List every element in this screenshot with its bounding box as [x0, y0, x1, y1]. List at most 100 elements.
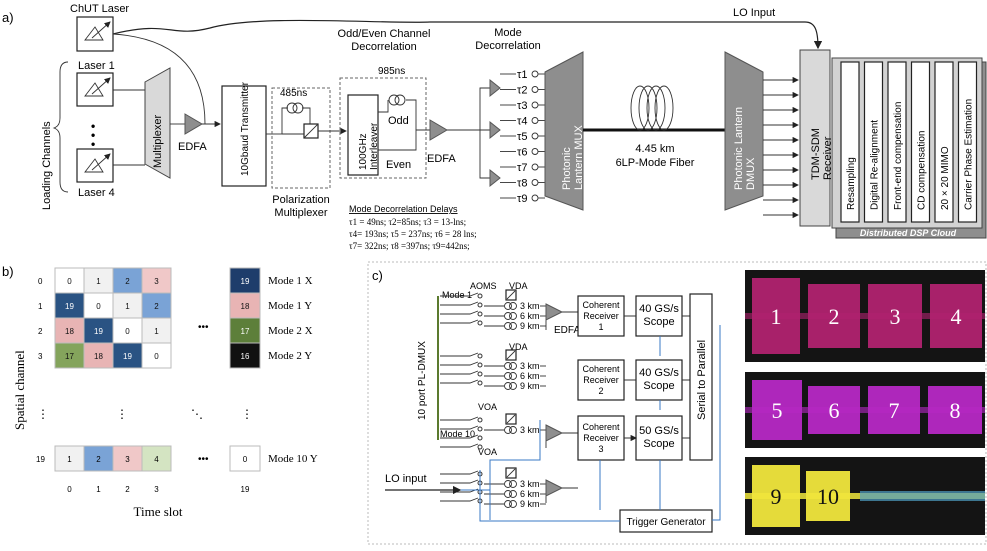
coherent-receiver-2 [577, 359, 625, 401]
odd-delay-coil [378, 94, 417, 130]
switch-node [477, 311, 483, 317]
delay-row-3: τ7= 322ns; τ8 =397ns; τ9=442ns; [349, 241, 470, 251]
dsp-block [840, 61, 860, 223]
fiber-length-label: 9 km [520, 321, 540, 331]
matrix-cell-value: 0 [67, 277, 72, 286]
matrix-cell [83, 342, 114, 369]
fiber-coil-icon [509, 382, 517, 390]
switch-node [477, 426, 483, 432]
aoms-label: AOMS [470, 281, 497, 291]
mode-cell [229, 342, 261, 369]
trace-burst [806, 471, 850, 521]
edfa-c-amp [545, 303, 564, 321]
matrix-cell [112, 342, 143, 369]
interleaver-block [347, 94, 379, 176]
coherent-receiver-3 [577, 415, 625, 461]
ellipsis-v-3: ⋮ [241, 407, 253, 421]
laser4-label: Laser 4 [78, 187, 115, 199]
even-label: Even [386, 159, 411, 171]
fiber-spool-icon [630, 85, 674, 131]
odd-label: Odd [388, 115, 409, 127]
interleaver-label: 100GHzInterleaver [358, 122, 380, 170]
matrix-cell [141, 445, 172, 472]
row-header: 2 [38, 327, 43, 336]
matrix-cell [112, 445, 143, 472]
fiber-coil-icon [504, 426, 512, 434]
matrix-cell-value: 19 [65, 302, 74, 311]
switch-line [440, 370, 479, 375]
ellipsis-d: ⋱ [191, 407, 203, 421]
delay-985-label: 985ns [378, 66, 405, 77]
vda-slash [506, 468, 516, 478]
lo-input-c-label: LO input [385, 473, 427, 485]
trace-burst [928, 386, 982, 434]
tau-label: τ7 [517, 162, 527, 174]
photonic-dmux-block [724, 51, 764, 211]
delay-row-2: τ4= 193ns; τ5 = 237ns; τ6 = 28 lns; [349, 229, 477, 239]
tau-label: τ1 [517, 69, 527, 81]
tau-label: τ5 [517, 131, 527, 143]
col-header: 19 [241, 485, 250, 494]
switch-line [440, 497, 479, 502]
col-header: 3 [154, 485, 159, 494]
dsp-block [887, 61, 907, 223]
fiber-length-label: 3 km [520, 479, 540, 489]
switch-line [440, 319, 479, 324]
matrix-cell [141, 292, 172, 319]
coil-icon [531, 132, 539, 140]
mode-label: Mode 2 Y [268, 350, 312, 362]
row-header: 1 [38, 302, 43, 311]
dsp-block [957, 61, 978, 223]
mode-label: Mode 2 X [268, 325, 313, 337]
coil-icon [531, 70, 539, 78]
trace-baseline [745, 407, 985, 413]
switch-line [440, 301, 479, 306]
trace-tail [860, 491, 985, 501]
fiber-coil-icon [509, 372, 517, 380]
switch-line [440, 479, 479, 484]
trace-label: 5 [772, 398, 783, 423]
matrix-cell-value: 1 [125, 302, 130, 311]
switch-line [440, 379, 479, 384]
matrix-cell [54, 342, 85, 369]
switch-line [440, 310, 479, 315]
tau-label: τ8 [517, 178, 527, 190]
switch-line [440, 352, 479, 357]
dsp-block [910, 61, 931, 223]
tdm-receiver-label: TDM-SDMReceiver [810, 128, 834, 180]
lo-input-line [112, 19, 823, 50]
dsp-block-label: Resampling [846, 157, 857, 210]
switch-node [477, 320, 483, 326]
fiber-coil-icon [504, 362, 512, 370]
photonic-mux-block [544, 51, 584, 211]
trace-burst [868, 386, 920, 434]
trace-label: 7 [889, 398, 900, 423]
switch-node [477, 302, 483, 308]
coil-icon [531, 163, 539, 171]
mode-cell [229, 445, 261, 472]
trace-burst [808, 284, 860, 348]
switch-node [477, 444, 483, 450]
trigger-lines [479, 325, 721, 522]
fiber-coil-icon [509, 362, 517, 370]
trace-label: 10 [817, 484, 839, 509]
fiber-coil-icon [509, 302, 517, 310]
delay-row-1: τ1 = 49ns; τ2=85ns; τ3 = 13-lns; [349, 217, 466, 227]
switch-line [440, 361, 479, 366]
loading-channels-label: Loading Channels [41, 121, 53, 210]
matrix-cell-value: 2 [125, 277, 130, 286]
dsp-block [934, 61, 954, 223]
dsp-block [863, 61, 884, 223]
fiber-coil-icon [504, 302, 512, 310]
mode-cell-value: 16 [241, 352, 250, 361]
matrix-cell [141, 267, 172, 294]
matrix-cell-value: 1 [154, 327, 159, 336]
chut-laser-icon [76, 16, 114, 52]
row-header: 0 [38, 277, 43, 286]
trace-label: 4 [951, 304, 962, 329]
matrix-cell-value: 4 [154, 455, 159, 464]
